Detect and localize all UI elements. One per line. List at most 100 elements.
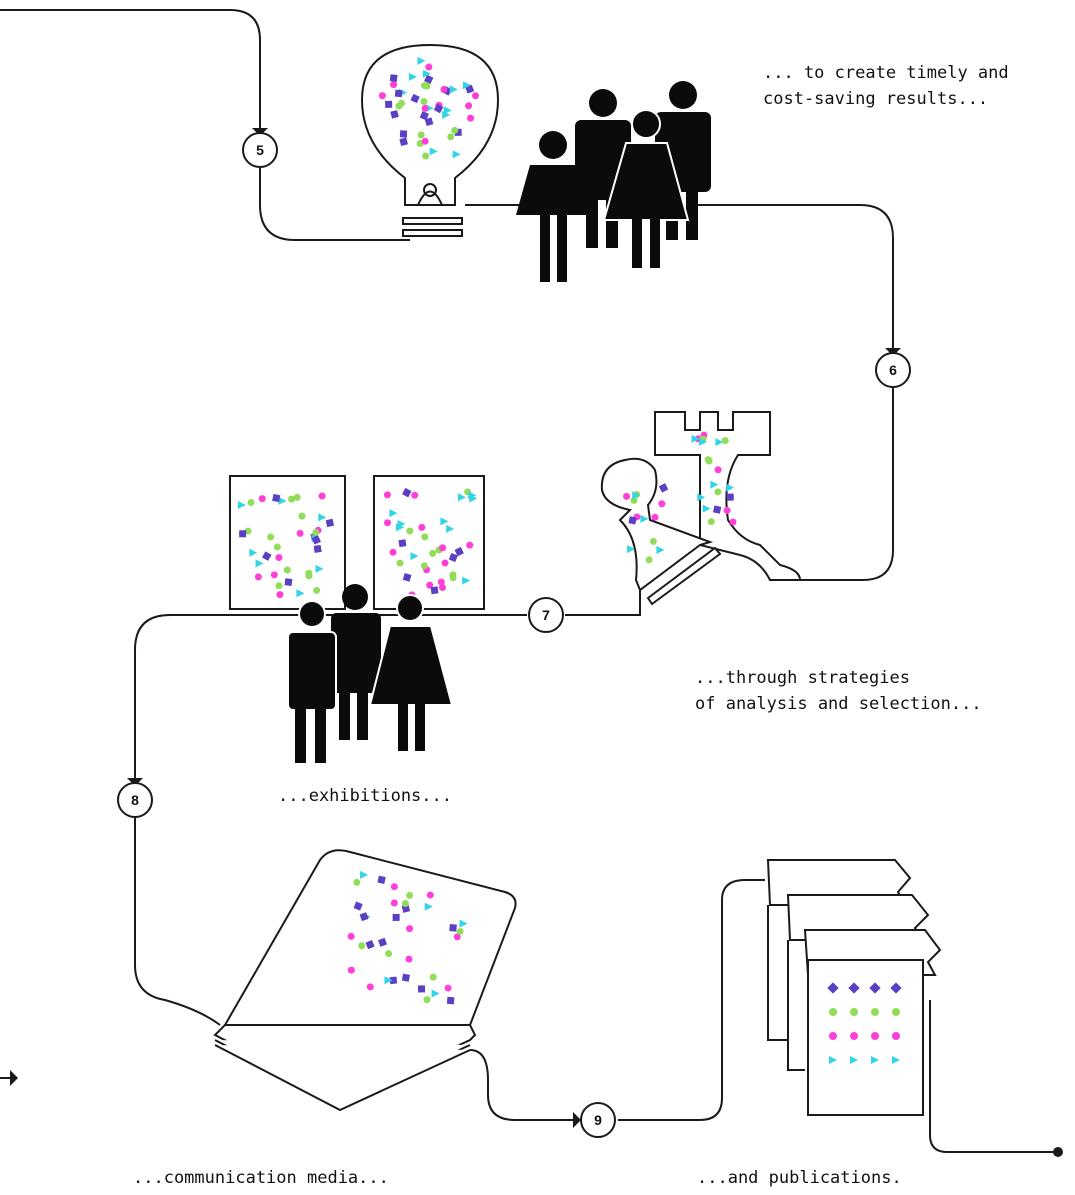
confetti-shape [707,518,715,526]
visitors-icon [287,584,454,763]
confetti-shape [448,552,458,563]
confetti-shape [358,942,366,950]
confetti-shape [726,493,734,501]
confetti-shape [384,519,392,527]
confetti-shape [406,891,414,899]
book-cover-mark [892,1032,900,1040]
lightbulb-icon [360,43,500,237]
confetti-shape [702,504,711,513]
confetti-shape [402,487,412,498]
confetti-shape [429,147,438,156]
confetti-shape [431,989,440,998]
confetti-shape [398,539,407,548]
confetti-shape [426,581,434,589]
book-cover-mark [848,982,860,994]
confetti-shape [276,591,284,599]
confetti-shape [443,106,452,115]
arrow-head [10,1070,18,1086]
confetti-shape [417,985,426,993]
confetti-shape [401,900,409,908]
confetti-shape [459,919,468,928]
confetti-shape [425,63,433,71]
step-circle [117,782,153,818]
confetti-shape [288,495,296,503]
confetti-shape [389,509,398,518]
confetti-shape [392,913,400,922]
confetti-shape [389,74,398,83]
confetti-shape [359,912,369,922]
confetti-shape [254,573,262,581]
confetti-shape [441,559,449,567]
confetti-shape [456,927,464,935]
confetti-shape [721,437,729,445]
confetti-shape [640,514,649,523]
confetti-shape [444,984,452,992]
confetti-shape [437,578,445,586]
step-number-8: 8 [131,792,139,808]
confetti-shape [315,564,324,573]
confetti-shape [347,966,355,974]
book-cover-mark [871,1008,879,1016]
book-cover-mark [871,1032,879,1040]
books-icon [766,859,942,1116]
confetti-shape [396,559,404,567]
confetti-shape [390,883,398,891]
confetti-shape [394,89,403,98]
confetti-shape [365,940,375,950]
confetti-shape [691,434,700,443]
confetti-shape [270,571,278,579]
confetti-shape [449,85,458,94]
confetti-shape [278,496,287,505]
confetti-shape [424,902,433,911]
book-cover-mark [827,982,839,994]
confetti-shape [389,548,397,556]
confetti-shape [273,543,281,551]
step-number-7: 7 [542,607,550,623]
confetti-shape [440,85,448,93]
confetti-shape [262,551,272,561]
confetti-shape [293,493,301,501]
end-dot [1053,1147,1063,1157]
confetti-shape [313,586,321,594]
book-cover-mark [890,982,902,994]
book-cover-mark [829,1056,837,1064]
confetti-shape [424,117,434,127]
confetti-shape [453,933,461,941]
confetti-shape [430,586,439,595]
step-number-5: 5 [256,142,264,158]
confetti-shape [402,573,412,582]
step-circle [528,597,564,633]
confetti-shape [438,583,446,591]
confetti-shape [649,537,657,545]
step-circle [580,1102,616,1138]
confetti-shape [399,130,408,138]
confetti-shape [390,899,398,907]
confetti-shape [366,983,374,991]
confetti-shape [422,152,430,160]
confetti-shape [239,530,247,538]
confetti-shape [628,516,637,525]
confetti-shape [313,544,322,553]
confetti-shape [632,491,641,500]
confetti-shape [385,100,393,108]
confetti-shape [296,589,305,598]
confetti-shape [417,131,425,139]
confetti-shape [451,126,459,134]
book-cover-mark [869,982,881,994]
book-cover-mark [850,1056,858,1064]
confetti-shape [462,81,471,90]
confetti-shape [699,437,708,446]
confetti-shape [244,527,252,535]
confetti-shape [249,548,258,557]
confetti-shape [378,937,388,947]
confetti-shape [454,546,464,557]
confetti-shape [627,545,636,554]
confetti-shape [272,493,281,503]
confetti-shape [705,457,713,465]
confetti-shape [421,533,429,541]
confetti-shape [284,578,293,586]
confetti-shape [384,976,393,985]
confetti-shape [465,102,473,110]
confetti-shape [452,150,461,159]
